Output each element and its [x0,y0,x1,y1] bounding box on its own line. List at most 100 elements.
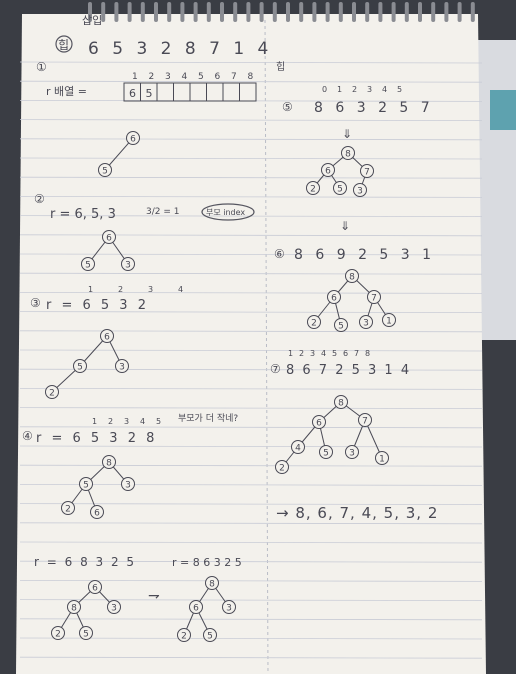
tree-node [121,257,135,271]
rule-line [19,656,483,659]
index-label: 4 [140,417,145,426]
spiral-ring [338,2,343,22]
spiral-ring [299,2,304,22]
tree-node [189,600,203,614]
right-heading-note: 힙 [276,61,285,73]
step1-label: r 배열 = [46,85,87,98]
tree-node-label: 5 [323,449,329,459]
tree-node-label: 6 [106,234,112,244]
step4-number: ④ [22,429,33,443]
tree-node [321,163,335,177]
spiral-ring [101,2,106,22]
tree-node-label: 8 [349,273,355,283]
tree-node-label: 5 [207,632,213,642]
tree-node [312,415,326,429]
array-index: 8 [248,72,254,82]
tree-node-label: 7 [364,168,370,178]
tree-node-label: 6 [316,419,322,429]
tree-node [98,163,112,177]
rule-line [19,61,483,64]
index-label: 7 [354,349,359,358]
heading: 힙 [58,38,69,52]
rule-line [19,234,483,237]
spiral-ring [352,2,356,22]
ruled-lines [19,61,483,659]
tree-node-label: 3 [125,261,131,271]
tree-node [307,315,321,329]
tree-node [334,318,348,332]
tree-node [382,313,396,327]
rule-line [19,387,483,390]
rule-line [19,407,483,410]
rule-line [19,560,483,563]
tree-node-label: 8 [71,604,77,614]
index-label: 4 [382,85,387,94]
array-index: 1 [132,72,138,82]
index-label: 3 [310,349,315,358]
tree-node-label: 6 [130,135,136,145]
rule-line [19,157,483,160]
index-label: 5 [156,417,161,426]
tree-node-label: 8 [106,459,112,469]
tree-node [61,501,75,515]
heading-circle [55,35,73,53]
rule-line [19,349,483,352]
spiral-ring [206,2,211,22]
rule-line [19,522,483,525]
tree-node-label: 3 [119,363,125,373]
tree-node [375,451,389,465]
spiral-ring [431,2,436,22]
spiral-ring [418,2,422,22]
tree-node-label: 5 [83,630,89,640]
final-result: → 8, 6, 7, 4, 5, 3, 2 [276,504,438,522]
spiral-ring [154,2,158,22]
rule-line [19,618,483,621]
tree-node [73,359,87,373]
notebook-page [16,14,486,674]
tree-node-label: 8 [345,150,351,160]
step2-expr: r = 6, 5, 3 [50,207,116,222]
tree-node-label: 8 [209,580,215,590]
spiral-ring [470,2,475,22]
tree-node-label: 1 [386,317,392,327]
array-index: 2 [149,72,155,82]
step5-expr: r = 6 8 3 2 5 [34,555,136,569]
tree-node [203,628,217,642]
step3-expr: r = 6 5 3 2 [46,298,149,313]
array-cell [239,82,257,102]
rule-line [19,483,483,486]
spiral-ring [391,2,396,22]
rule-line [19,637,483,640]
tree-node [359,315,373,329]
index-label: 3 [367,85,372,94]
rule-line [19,330,483,333]
heap-tree-t1: 65 [98,131,140,177]
rule-line [19,368,483,371]
tree-node [90,505,104,519]
tree-node-label: 5 [77,363,83,373]
tree-node-label: 5 [85,261,91,271]
tree-node-label: 2 [279,464,285,474]
index-label: 2 [118,285,123,294]
tree-node [45,385,59,399]
tree-node [79,477,93,491]
tree-node-label: 6 [331,294,337,304]
index-label: 3 [148,285,153,294]
spiral-ring [140,2,145,22]
index-label: 3 [124,417,129,426]
tree-edge [104,137,134,171]
tree-node [306,181,320,195]
right-step7-expr: 8 6 7 2 5 3 1 4 [286,363,411,378]
rule-line [19,541,483,544]
rule-line [19,445,483,448]
tree-node-label: 6 [94,509,100,519]
